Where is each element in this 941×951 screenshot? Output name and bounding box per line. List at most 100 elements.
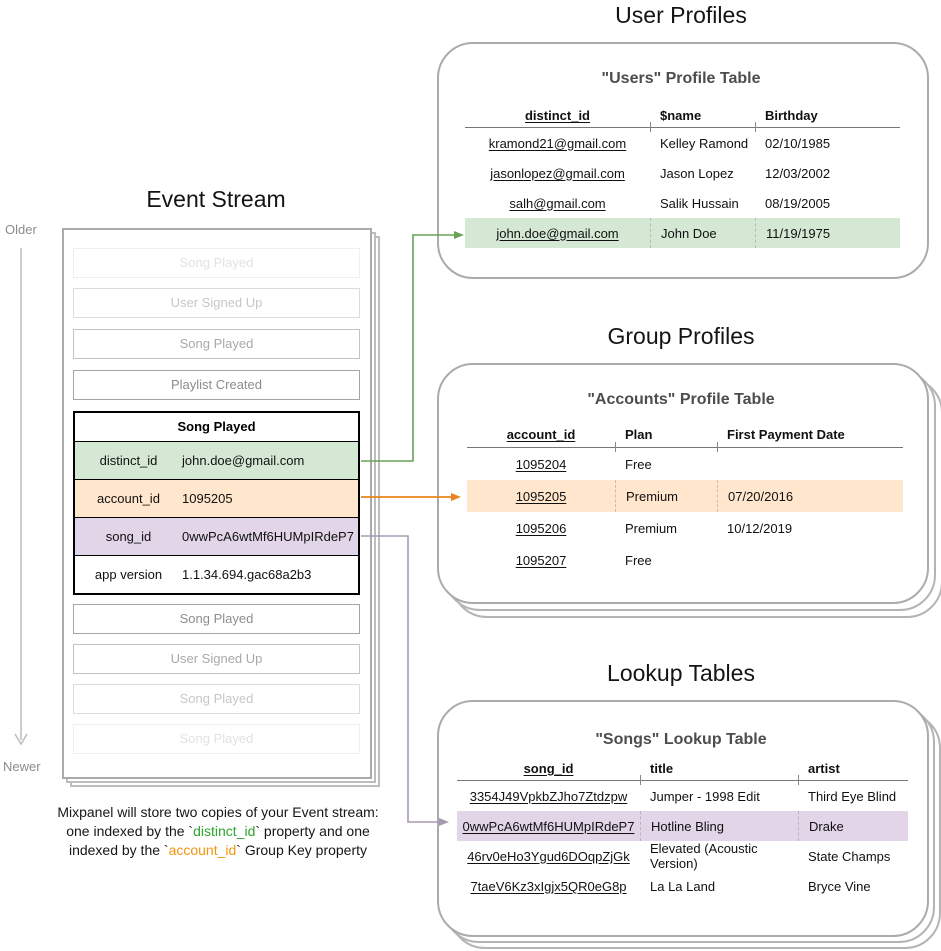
column-header: Birthday — [755, 103, 900, 132]
artist-cell: Third Eye Blind — [808, 788, 897, 804]
timeline-arrowhead-icon — [14, 733, 28, 746]
title-cell: La La Land — [650, 878, 716, 894]
property-value: 1.1.34.694.gac68a2b3 — [182, 567, 312, 582]
user-profiles-title: User Profiles — [615, 2, 747, 28]
table-row: kramond21@gmail.com Kelley Ramond 02/10/… — [465, 128, 900, 158]
column-header: song_id — [523, 760, 574, 776]
group-profiles-title: Group Profiles — [607, 323, 755, 349]
account-id-cell: 1095204 — [515, 456, 567, 472]
property-row-song-id: song_id 0wwPcA6wtMf6HUMpIRdeP7 — [75, 517, 358, 555]
table-row: 1095207 Free — [467, 544, 903, 576]
highlighted-table-row: 0wwPcA6wtMf6HUMpIRdeP7 Hotline Bling Dra… — [457, 811, 908, 841]
name-cell: Salik Hussain — [660, 195, 739, 211]
caption-text: ` property and one — [255, 823, 370, 839]
artist-cell: Drake — [798, 811, 908, 841]
table-row: 7taeV6Kz3xIgjx5QR0eG8p La La Land Bryce … — [457, 871, 908, 901]
highlighted-table-row: 1095205 Premium 07/20/2016 — [467, 480, 903, 512]
accounts-table-header-row: account_id Plan First Payment Date — [467, 422, 903, 452]
property-value: john.doe@gmail.com — [182, 453, 305, 468]
accounts-table: account_id Plan First Payment Date 10952… — [467, 422, 903, 576]
column-header: distinct_id — [524, 107, 590, 123]
caption-text: indexed by the ` — [68, 842, 169, 858]
table-row: jasonlopez@gmail.com Jason Lopez 12/03/2… — [465, 158, 900, 188]
table-row: 46rv0eHo3Ygud6DOqpZjGk Elevated (Acousti… — [457, 841, 908, 871]
table-row: 1095204 Free — [467, 448, 903, 480]
event-box: User Signed Up — [73, 288, 360, 318]
property-name: song_id — [105, 529, 152, 544]
distinct-id-cell: salh@gmail.com — [509, 195, 606, 211]
event-box: Song Played — [73, 329, 360, 359]
songs-table: song_id title artist 3354J49VpkbZJho7Ztd… — [457, 756, 908, 901]
older-label: Older — [5, 222, 37, 237]
event-box: Song Played — [73, 724, 360, 754]
account-id-cell: 1095207 — [515, 552, 567, 568]
highlighted-table-row: john.doe@gmail.com John Doe 11/19/1975 — [465, 218, 900, 248]
name-cell: Kelley Ramond — [660, 135, 749, 151]
title-cell: Hotline Bling — [640, 811, 798, 841]
payment-date-cell — [717, 544, 903, 576]
artist-cell: State Champs — [808, 848, 891, 864]
event-box: Song Played — [73, 248, 360, 278]
songs-table-header-row: song_id title artist — [457, 756, 908, 785]
plan-cell: Free — [625, 456, 652, 472]
song-id-cell: 46rv0eHo3Ygud6DOqpZjGk — [467, 848, 630, 864]
birthday-cell: 11/19/1975 — [755, 218, 900, 248]
caption-line-2: one indexed by the `distinct_id` propert… — [38, 822, 398, 841]
property-name: distinct_id — [99, 453, 158, 468]
birthday-cell: 02/10/1985 — [765, 135, 831, 151]
event-box: Playlist Created — [73, 370, 360, 400]
expanded-event-title: Song Played — [177, 419, 256, 434]
expanded-event-card: Song Played distinct_id john.doe@gmail.c… — [73, 411, 360, 595]
birthday-cell: 12/03/2002 — [765, 165, 831, 181]
table-row: 3354J49VpkbZJho7Ztdzpw Jumper - 1998 Edi… — [457, 781, 908, 811]
account-id-cell: 1095206 — [515, 520, 567, 536]
caption-line-3: indexed by the `account_id` Group Key pr… — [38, 841, 398, 860]
plan-cell: Premium — [625, 520, 678, 536]
column-header: account_id — [506, 427, 576, 442]
column-header: artist — [798, 756, 908, 785]
property-name: account_id — [97, 491, 160, 506]
column-header: title — [640, 756, 798, 785]
distinct-id-cell: john.doe@gmail.com — [496, 225, 619, 241]
account-id-token: account_id — [168, 842, 237, 858]
name-cell: John Doe — [650, 218, 755, 248]
users-table-heading: "Users" Profile Table — [601, 70, 761, 87]
song-id-cell: 3354J49VpkbZJho7Ztdzpw — [469, 788, 628, 804]
property-row-distinct-id: distinct_id john.doe@gmail.com — [75, 441, 358, 479]
plan-cell: Premium — [615, 480, 717, 512]
payment-date-cell — [717, 448, 903, 480]
column-header: Plan — [615, 422, 717, 452]
payment-date-cell: 10/12/2019 — [727, 520, 793, 536]
song-id-cell: 0wwPcA6wtMf6HUMpIRdeP7 — [462, 818, 635, 834]
property-row-app-version: app version 1.1.34.694.gac68a2b3 — [75, 555, 358, 593]
column-header: $name — [650, 103, 755, 132]
property-name: app version — [94, 567, 163, 582]
property-value: 0wwPcA6wtMf6HUMpIRdeP7 — [182, 529, 354, 544]
title-cell: Jumper - 1998 Edit — [650, 788, 760, 804]
artist-cell: Bryce Vine — [808, 878, 871, 894]
account-id-cell: 1095205 — [515, 488, 567, 504]
distinct-id-token: distinct_id — [193, 823, 256, 839]
title-cell: Elevated (Acoustic Version) — [650, 841, 758, 871]
users-table: distinct_id $name Birthday kramond21@gma… — [465, 103, 900, 248]
distinct-id-cell: kramond21@gmail.com — [488, 135, 627, 151]
distinct-id-cell: jasonlopez@gmail.com — [490, 165, 625, 181]
column-header: First Payment Date — [717, 422, 903, 452]
event-box: Song Played — [73, 684, 360, 714]
property-value: 1095205 — [182, 491, 233, 506]
caption-text: one indexed by the ` — [66, 823, 194, 839]
name-cell: Jason Lopez — [660, 165, 734, 181]
table-row: salh@gmail.com Salik Hussain 08/19/2005 — [465, 188, 900, 218]
event-box: Song Played — [73, 604, 360, 634]
mixpanel-caption: Mixpanel will store two copies of your E… — [38, 803, 398, 860]
songs-table-heading: "Songs" Lookup Table — [595, 731, 767, 748]
table-row: 1095206 Premium 10/12/2019 — [467, 512, 903, 544]
birthday-cell: 08/19/2005 — [765, 195, 831, 211]
users-table-header-row: distinct_id $name Birthday — [465, 103, 900, 132]
song-id-cell: 7taeV6Kz3xIgjx5QR0eG8p — [470, 878, 627, 894]
lookup-tables-title: Lookup Tables — [607, 660, 755, 686]
event-box: User Signed Up — [73, 644, 360, 674]
payment-date-cell: 07/20/2016 — [717, 480, 903, 512]
newer-label: Newer — [3, 759, 41, 774]
plan-cell: Free — [625, 552, 652, 568]
